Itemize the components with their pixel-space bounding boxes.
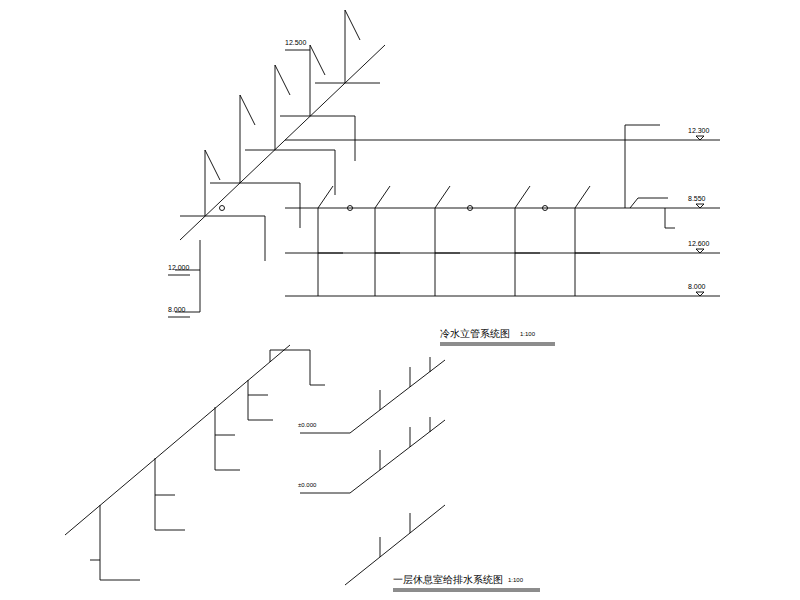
elevation-label: ±0.000 [298,482,316,489]
title-underline [393,589,540,591]
elevation-label: 8.550 [688,195,706,203]
elevation-label: 12.600 [688,240,709,248]
supply-diagonal [345,505,445,585]
elevation-label: 12.000 [168,264,189,272]
elevation-label: 8.000 [688,283,706,291]
vertical-riser [318,186,343,296]
horizontal-main [285,140,720,296]
valve-symbol [348,206,353,211]
drain-branch [248,380,273,420]
elevation-label: 8.000 [168,306,186,314]
supply-pipe [625,125,675,228]
vertical-riser [375,186,400,296]
elevation-label: ±0.000 [298,422,316,429]
drain-branch [215,407,240,470]
elevation-mark [696,136,704,296]
riser-branch [315,10,380,83]
cold-water-riser-system [168,10,720,345]
supply-diagonal [300,417,445,493]
valve-symbol [543,206,548,211]
drain-branch [155,458,185,530]
main-diagonal-pipe [180,45,385,240]
vertical-riser [435,186,460,296]
riser-branch [245,65,335,195]
elevation-label: 12.300 [688,127,709,135]
left-riser [175,240,200,312]
elevation-label: 12.500 [285,39,306,47]
elevation-mark [168,50,310,317]
supply-diagonal [300,357,445,433]
riser-branch [280,45,355,161]
vertical-riser [515,186,540,296]
scale-label: 1:100 [508,577,523,584]
valve-symbol [468,206,473,211]
diagram-title: 冷水立管系统图 [440,328,510,340]
title-underline [440,343,555,345]
riser-branch [180,150,265,261]
scale-label: 1:100 [520,331,535,338]
valve-symbol [220,206,225,211]
drain-branch [270,350,325,385]
drain-diagonal [65,345,290,535]
drain-branch [90,505,140,580]
diagram-title: 一层休息室给排水系统图 [393,574,503,586]
restroom-water-system [65,345,540,591]
vertical-riser [575,186,600,296]
